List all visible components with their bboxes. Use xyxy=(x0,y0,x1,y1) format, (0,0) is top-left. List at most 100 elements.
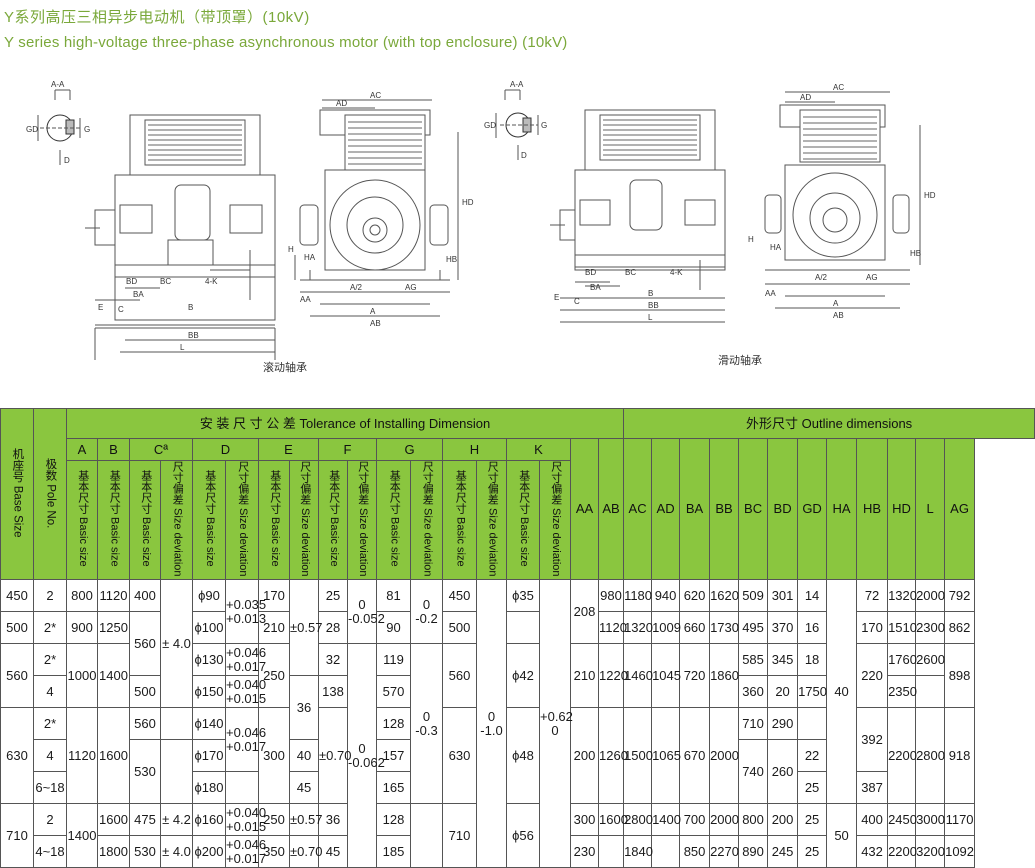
table-row: 630 2* 1120 1600 560 ϕ140 +0.046 +0.017 … xyxy=(0,707,1035,805)
cell-hd: 2450 xyxy=(887,803,917,837)
header-h: H xyxy=(442,438,507,461)
cell-c-dev: ± 4.0 xyxy=(160,579,193,709)
cell-ba: 720 xyxy=(679,643,711,709)
cell-ab: 1120 xyxy=(597,611,627,645)
label-4k-right: 4-K xyxy=(670,268,683,277)
header-gd: GD xyxy=(797,437,828,581)
cell-bb: 1620 xyxy=(709,579,740,613)
cell-aa: 300 xyxy=(570,803,599,837)
cell-g: 90 xyxy=(376,611,411,645)
cell-e: 300 xyxy=(258,707,290,805)
header-bb: BB xyxy=(709,437,740,581)
cell-f-dev: 0 -0.062 xyxy=(347,643,385,868)
cell-bc: 570 xyxy=(376,675,411,709)
cell-ad: 1065 xyxy=(651,707,681,805)
cell-l: 2300 xyxy=(915,611,946,645)
label-bb-left: BB xyxy=(188,331,199,340)
cell-bc: 890 xyxy=(738,835,769,868)
cell-ad: 940 xyxy=(651,579,681,613)
cell-pole: 4~18 xyxy=(33,835,67,868)
header-pole: 极数 Pole No. xyxy=(33,407,67,581)
cell-g-dev: 0 -0.2 xyxy=(410,579,443,645)
cell-g: 81 xyxy=(376,579,411,613)
label-b-right: B xyxy=(648,289,653,298)
cell-g-dev: 0 -0.3 xyxy=(410,643,443,805)
cell-c: 560 xyxy=(129,611,161,677)
cell-gd: 22 xyxy=(797,739,828,773)
cell-g: 128 xyxy=(376,707,411,741)
cell-pole: 2* xyxy=(33,707,67,741)
header-ba: BA xyxy=(679,437,711,581)
cell-f: 28 xyxy=(318,611,348,645)
cell-f: 25 xyxy=(318,579,348,613)
cell-aa: 210 xyxy=(570,643,599,709)
cell-h: 710 xyxy=(442,803,477,868)
label-hd-left: HD xyxy=(462,198,474,207)
label-a-left: A xyxy=(370,307,376,316)
header-f: F xyxy=(318,438,377,461)
cell-bc: 585 xyxy=(738,643,769,677)
cell-d: ϕ180 xyxy=(192,771,226,805)
label-aa2-left: AA xyxy=(300,295,311,304)
header-a: A xyxy=(66,438,98,461)
cell-e: 250 xyxy=(258,643,290,709)
cell-base-450: 450 xyxy=(0,579,34,613)
cell-c: 400 xyxy=(129,579,161,613)
cell-gd: 14 xyxy=(797,579,828,613)
cell-l: 3200 xyxy=(915,835,946,868)
label-ad-left: AD xyxy=(336,99,347,108)
header-f-dev: 尺寸偏差 Size deviation xyxy=(347,459,377,581)
header-c-basic: 基本尺寸 Basic size xyxy=(129,459,161,581)
cell-ha: 50 xyxy=(826,803,858,868)
header-base-size: 机座号 Base Size xyxy=(0,407,34,581)
cell-pole: 2* xyxy=(33,611,67,645)
header-ha: HA xyxy=(826,437,858,581)
table-row: 6~18 ϕ180 45 165 25 387 xyxy=(1,771,1035,805)
label-e-right: E xyxy=(554,293,559,302)
header-d-basic: 基本尺寸 Basic size xyxy=(192,459,226,581)
cell-bc: 710 xyxy=(738,707,769,741)
cell-c-dev: ± 4.2 xyxy=(160,803,193,837)
cell-bb: 1860 xyxy=(709,643,740,709)
label-bc-left: BC xyxy=(160,277,171,286)
cell-hd: 1760 xyxy=(887,643,917,677)
header-hd: HD xyxy=(887,437,917,581)
label-a-right: A xyxy=(833,299,839,308)
label-a2-right: A/2 xyxy=(815,273,828,282)
cell-pole: 2 xyxy=(33,803,67,837)
cell-bc: 495 xyxy=(738,611,769,645)
label-hb-left: HB xyxy=(446,255,457,264)
cell-g: 165 xyxy=(376,771,411,805)
cell-ad: 1400 xyxy=(651,803,681,837)
cell-hd: 2200 xyxy=(887,835,917,868)
label-b-left: B xyxy=(188,303,193,312)
header-b-basic: 基本尺寸 Basic size xyxy=(97,459,130,581)
cell-e: 170 xyxy=(258,579,290,613)
label-a2-left: A/2 xyxy=(350,283,363,292)
cell-g: 185 xyxy=(376,835,411,868)
header-c: Cª xyxy=(129,438,193,461)
cell-k: ϕ56 xyxy=(506,803,540,868)
label-l-right: L xyxy=(648,313,653,322)
cell-ag: 792 xyxy=(944,579,976,613)
header-h-dev: 尺寸偏差 Size deviation xyxy=(476,459,507,581)
cell-bc: 740 xyxy=(738,739,769,805)
header-bd: BD xyxy=(767,437,799,581)
cell-ba: 660 xyxy=(679,611,711,645)
cell-hd: 1750 xyxy=(797,675,828,709)
cell-ba: 700 xyxy=(679,803,711,837)
header-aa: AA xyxy=(570,437,599,581)
label-ag-right: AG xyxy=(866,273,878,282)
cell-f: 45 xyxy=(318,835,348,868)
cell-f: 32 xyxy=(318,643,348,677)
header-b: B xyxy=(97,438,130,461)
cell-l: 2800 xyxy=(915,707,946,805)
cell-ad: 1045 xyxy=(651,643,681,709)
cell-f: 36 xyxy=(318,803,348,837)
cell-ba: 850 xyxy=(679,835,711,868)
header-ag: AG xyxy=(944,437,976,581)
table-row: 4 500 ϕ150 +0.040 +0.015 36 138 570 360 … xyxy=(1,675,1035,741)
label-d-right: D xyxy=(521,151,527,160)
cell-hb: 400 xyxy=(856,803,889,837)
title-chinese: Y系列高压三相异步电动机（带顶罩）(10kV) xyxy=(4,9,310,26)
